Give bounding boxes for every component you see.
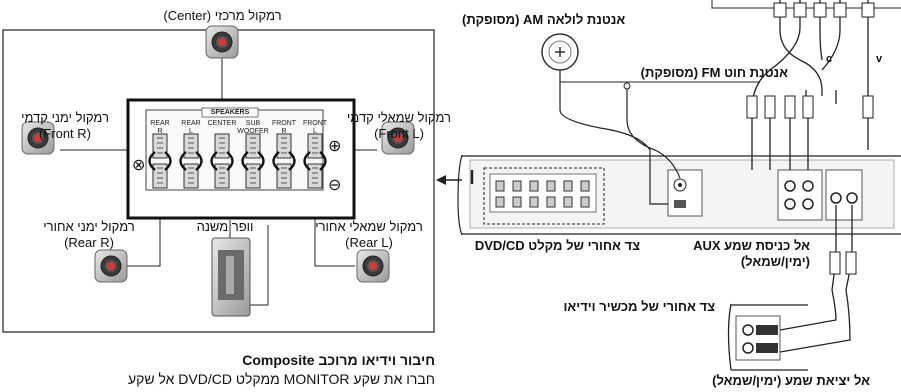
front-l-label-en: (Front L) — [374, 126, 424, 141]
aux-input-sub-label: (ימין/שמאל) — [740, 254, 810, 269]
rca-plugs — [746, 2, 875, 119]
terminal-column-label: CENTER — [207, 120, 237, 127]
terminal-wire-5 — [303, 151, 327, 171]
receiver-speaker-post — [512, 196, 522, 208]
terminal-wire-3 — [241, 151, 265, 171]
terminal-post-0-minus — [152, 163, 168, 189]
terminal-post-2-plus — [214, 133, 230, 159]
front-r-label-en: (Front R) — [39, 126, 91, 141]
receiver-speaker-post — [495, 180, 505, 192]
rear-r-label-he: רמקול ימני אחורי — [43, 219, 135, 234]
rear-l-label-en: (Rear L) — [345, 235, 393, 250]
fm-wire-antenna-icon — [560, 81, 760, 179]
receiver-speaker-post — [563, 180, 573, 192]
receiver-speaker-post — [546, 196, 556, 208]
terminal-wire-1 — [179, 151, 203, 171]
minus-symbol: ⊖ — [328, 177, 342, 194]
subwoofer-icon — [211, 237, 251, 317]
aux-plugs — [829, 251, 857, 275]
terminal-wire-4 — [272, 151, 296, 171]
terminal-post-1-plus — [183, 133, 199, 159]
subwoofer-label: וופר משנה — [196, 219, 254, 234]
audio-output-label: אל יציאת שמע (ימין/שמאל) — [712, 373, 870, 388]
aux-input-label: אל כניסת שמע AUX — [693, 238, 810, 253]
fm-antenna-label: אנטנת חוט FM (מסופקת) — [640, 65, 788, 80]
rear-l-label-he: רמקול שמאלי אחורי — [315, 219, 423, 234]
terminal-post-4-plus — [276, 133, 292, 159]
center-speaker-icon — [205, 25, 239, 59]
video-device-rear-label: צד אחורי של מכשיר וידיאו — [563, 299, 715, 314]
receiver-speaker-post — [546, 180, 556, 192]
receiver-speaker-post — [529, 180, 539, 192]
terminal-post-2-minus — [214, 163, 230, 189]
receiver-speaker-post — [512, 180, 522, 192]
am-antenna-label: אנטנת לולאה AM (מסופקת) — [462, 12, 626, 27]
terminal-posts — [148, 133, 327, 189]
speakers-terminal-title: SPEAKERS — [210, 109, 250, 116]
receiver-speaker-post — [580, 196, 590, 208]
rear-l-speaker-icon — [356, 249, 390, 283]
receiver-speaker-post — [563, 196, 573, 208]
video-device-rear — [727, 303, 808, 371]
plus-symbol: ⊕ — [328, 138, 342, 155]
terminal-post-1-minus — [183, 163, 199, 189]
rear-panel-label: צד אחורי של מקלט DVD/CD — [474, 238, 640, 253]
terminal-wire-2 — [210, 151, 234, 171]
speaker-terminal-panel — [126, 98, 356, 220]
rear-r-speaker-icon — [94, 249, 128, 283]
terminal-post-5-minus — [307, 163, 323, 189]
receiver-speaker-post — [495, 196, 505, 208]
rear-r-label-en: (Rear R) — [64, 235, 114, 250]
terminal-post-0-plus — [152, 133, 168, 159]
receiver-speaker-post — [580, 180, 590, 192]
center-speaker-label: רמקול מרכזי (Center) — [163, 8, 282, 23]
cable-set — [751, 0, 869, 170]
section-heading: חיבור וידיאו מרוכב Composite — [242, 352, 435, 368]
section-body-text: חברו את שקע MONITOR ממקלט DVD/CD אל שקע — [127, 371, 435, 387]
front-l-label-he: רמקול שמאלי קדמי — [347, 110, 451, 125]
receiver-speaker-post — [529, 196, 539, 208]
am-loop-antenna-icon — [541, 33, 668, 205]
receiver-rear-panel — [457, 154, 901, 236]
front-r-label-he: רמקול ימני קדמי — [21, 110, 109, 125]
cable-c-label: c — [826, 53, 833, 65]
terminal-post-5-plus — [307, 133, 323, 159]
terminal-post-4-minus — [276, 163, 292, 189]
ground-symbol: ⊗ — [132, 157, 146, 174]
terminal-post-3-minus — [245, 163, 261, 189]
terminal-wire-0 — [148, 151, 172, 171]
terminal-post-3-plus — [245, 133, 261, 159]
cable-v-label: v — [876, 53, 883, 65]
